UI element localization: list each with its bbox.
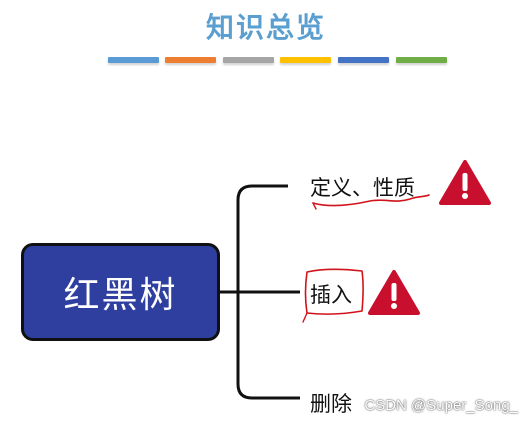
red-box-annotation bbox=[304, 268, 364, 315]
color-bar-blue bbox=[108, 57, 159, 63]
color-bar-dark-blue bbox=[338, 57, 389, 63]
color-bar-green bbox=[396, 57, 447, 63]
color-bar-orange bbox=[165, 57, 216, 63]
branch-definition-properties: 定义、性质 bbox=[310, 176, 415, 200]
warning-triangle-icon bbox=[368, 270, 420, 315]
warning-triangle-icon bbox=[439, 160, 491, 205]
branch-delete: 删除 bbox=[310, 392, 352, 416]
color-bar-yellow bbox=[280, 57, 331, 63]
red-underline-tick bbox=[312, 202, 317, 210]
red-underline-annotation bbox=[312, 194, 430, 207]
color-bar-gray bbox=[223, 57, 274, 63]
red-box-tail bbox=[302, 312, 308, 323]
root-node-red-black-tree: 红黑树 bbox=[21, 243, 220, 341]
csdn-watermark: CSDN @Super_Song_ bbox=[364, 397, 518, 414]
branch-insert: 插入 bbox=[310, 283, 352, 307]
page-title: 知识总览 bbox=[205, 11, 326, 44]
root-node-label: 红黑树 bbox=[63, 275, 178, 316]
